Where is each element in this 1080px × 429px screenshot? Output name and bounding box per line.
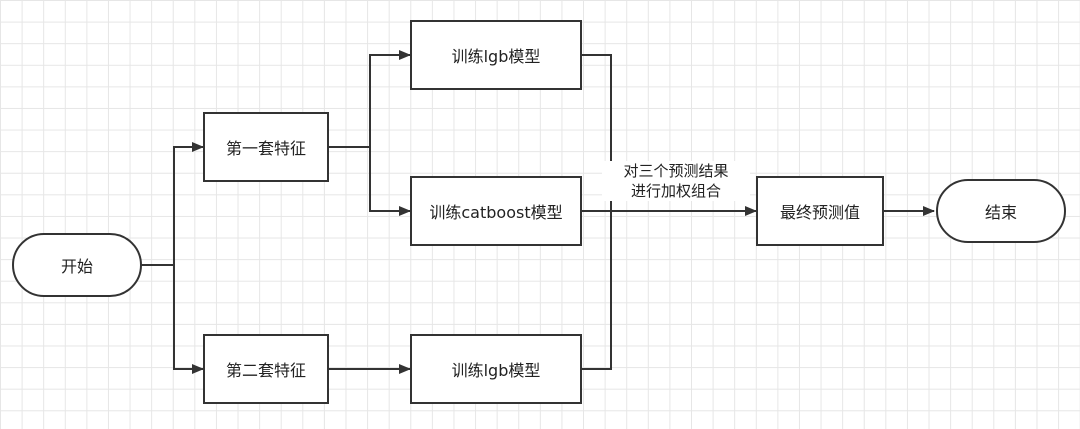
feature-set-1-node: 第一套特征 — [203, 112, 329, 182]
connector-feature-set-1-to-lgb-top — [328, 50, 411, 148]
feature-set-2-node: 第二套特征 — [203, 334, 329, 404]
end-node: 结束 — [936, 179, 1066, 243]
combine-edge-label-line-2: 进行加权组合 — [630, 182, 721, 200]
connector-start-to-feature-set-2 — [173, 265, 204, 374]
train-catboost-node: 训练catboost模型 — [410, 176, 582, 246]
final-prediction-label: 最终预测值 — [779, 203, 860, 222]
final-prediction-node: 最终预测值 — [756, 176, 884, 246]
train-lgb-bottom-label: 训练lgb模型 — [451, 361, 541, 380]
start-node-label: 开始 — [60, 257, 93, 276]
connector-start-to-feature-set-1 — [141, 142, 204, 266]
feature-set-2-label: 第二套特征 — [225, 361, 306, 380]
train-lgb-bottom-node: 训练lgb模型 — [410, 334, 582, 404]
start-node: 开始 — [12, 233, 142, 297]
feature-set-1-label: 第一套特征 — [225, 139, 306, 158]
end-node-label: 结束 — [984, 203, 1017, 222]
train-lgb-top-node: 训练lgb模型 — [410, 20, 582, 90]
combine-edge-label: 对三个预测结果 进行加权组合 — [602, 161, 750, 201]
connector-feature-set-1-to-catboost — [369, 147, 411, 216]
train-lgb-top-label: 训练lgb模型 — [451, 47, 541, 66]
combine-edge-label-line-1: 对三个预测结果 — [623, 162, 729, 180]
train-catboost-label: 训练catboost模型 — [429, 203, 563, 222]
